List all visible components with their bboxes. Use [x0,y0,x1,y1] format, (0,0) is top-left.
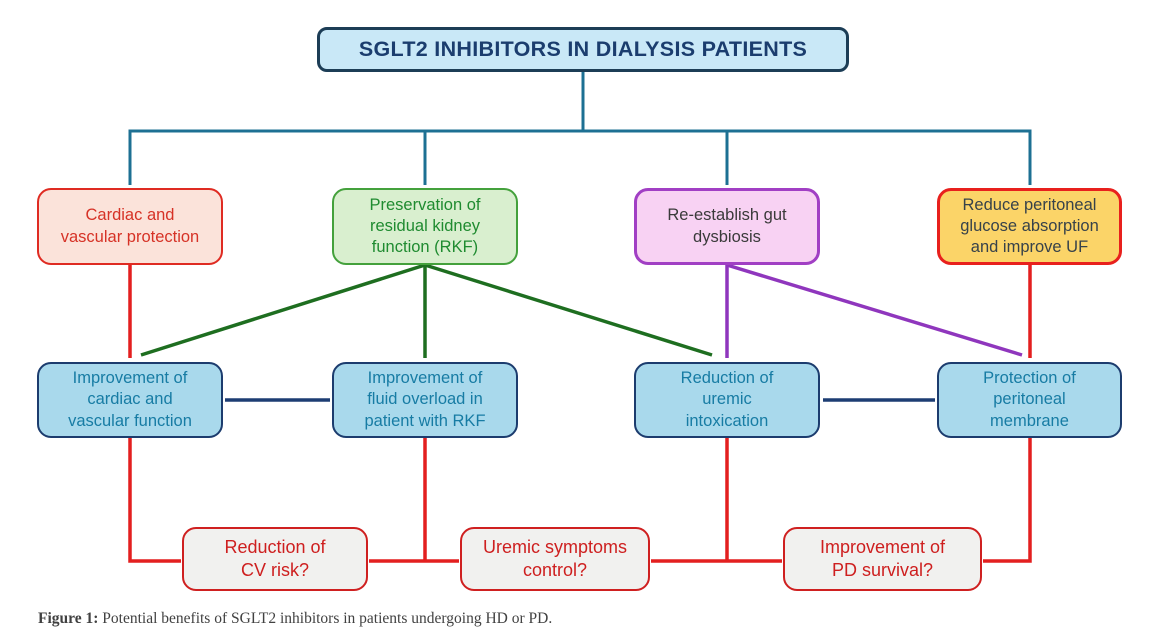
figure-caption-label: Figure 1: [38,610,99,627]
box-improve-fluid-overload: Improvement of fluid overload in patient… [332,362,518,438]
box-label: Preservation of residual kidney function… [369,195,481,257]
box-reduce-glucose-absorption: Reduce peritoneal glucose absorption and… [937,188,1122,265]
box-improve-cardiac-function: Improvement of cardiac and vascular func… [37,362,223,438]
box-label: Protection of peritoneal membrane [983,369,1076,430]
box-cardiac-vascular-protection: Cardiac and vascular protection [37,188,223,265]
box-label: Cardiac and vascular protection [60,206,200,246]
box-label: Reduce peritoneal glucose absorption and… [960,195,1099,257]
box-gut-dysbiosis: Re-establish gut dysbiosis [634,188,820,265]
arrow-cardiac-function-to-cv-risk [128,438,181,563]
arrow-rkf-to-cardiac-function [140,263,426,357]
box-uremic-symptoms-control: Uremic symptoms control? [460,527,650,591]
box-preservation-rkf: Preservation of residual kidney function… [332,188,518,265]
title-text: SGLT2 INHIBITORS IN DIALYSIS PATIENTS [358,36,808,61]
box-label: Re-establish gut dysbiosis [667,206,787,246]
figure-caption: Figure 1: Potential benefits of SGLT2 in… [38,610,552,628]
box-protection-peritoneal-membrane: Protection of peritoneal membrane [937,362,1122,438]
arrow-dysbiosis-to-membrane [726,263,1023,357]
box-label: Reduction of uremic intoxication [680,369,774,430]
arrow-rkf-to-uremic-intoxication [424,263,713,357]
box-label: Improvement of fluid overload in patient… [364,369,486,430]
box-label: Improvement of PD survival? [819,536,946,580]
arrow-membrane-to-pd-survival [983,438,1032,563]
box-improvement-pd-survival: Improvement of PD survival? [783,527,982,591]
green-arrows [140,263,713,358]
red-arrows [128,265,1032,563]
box-label: Improvement of cardiac and vascular func… [68,369,192,430]
teal-distribution-connectors [128,72,1032,185]
box-label: Reduction of CV risk? [224,536,326,580]
box-reduction-uremic-intoxication: Reduction of uremic intoxication [634,362,820,438]
purple-arrows [725,263,1023,358]
title-box: SGLT2 INHIBITORS IN DIALYSIS PATIENTS [317,27,849,72]
box-reduction-cv-risk: Reduction of CV risk? [182,527,368,591]
figure-caption-text: Potential benefits of SGLT2 inhibitors i… [102,610,553,627]
box-label: Uremic symptoms control? [482,536,627,580]
